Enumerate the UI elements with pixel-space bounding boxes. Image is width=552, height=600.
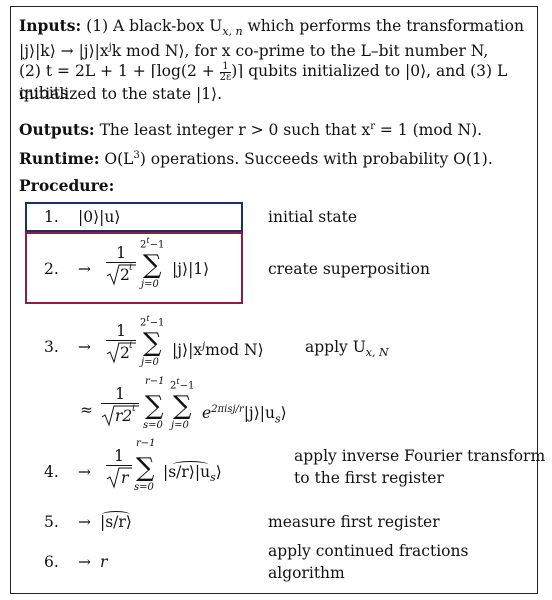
step-4-sum-symbol: ∑ xyxy=(136,453,155,483)
step-3-description: apply Ux, N xyxy=(305,338,389,360)
step-5-arrow: → xyxy=(78,513,91,531)
step-2-expression: |j⟩|1⟩ xyxy=(172,260,210,278)
tilde-mark xyxy=(173,461,209,468)
step-6-description-2: algorithm xyxy=(268,564,345,582)
step-1-number: 1. xyxy=(44,208,59,226)
step-1-expression: |0⟩|u⟩ xyxy=(78,208,121,226)
step-3b-approx: ≈ xyxy=(80,401,93,419)
sqrt-symbol xyxy=(106,264,136,286)
step-4-fraction: 1 r xyxy=(106,447,132,490)
step-4-expression: |s/r⟩|us⟩ xyxy=(163,461,222,485)
step-4-description-2: to the first register xyxy=(294,469,444,487)
step-3-sum-symbol: ∑ xyxy=(143,328,162,358)
step-5-description: measure first register xyxy=(268,513,440,531)
step-4-sum-lower: s=0 xyxy=(134,482,154,493)
inputs-line-1: Inputs: (1) A black-box Ux, n which perf… xyxy=(19,16,524,39)
outputs-label: Outputs: xyxy=(19,120,95,140)
step-2-arrow: → xyxy=(78,260,91,278)
step-3-sum-upper: 2t−1 xyxy=(140,314,165,329)
step-3-expression: |j⟩|xjmod N⟩ xyxy=(172,341,264,360)
step-3b-expression: e2πisj/r|j⟩|us⟩ xyxy=(202,404,287,426)
step-3-number: 3. xyxy=(44,338,59,356)
step-4-arrow: → xyxy=(78,463,91,481)
step-3-sum-lower: j=0 xyxy=(141,357,159,368)
sqrt-symbol xyxy=(101,405,139,427)
step-2-sum-lower: j=0 xyxy=(141,279,159,290)
step-5-number: 5. xyxy=(44,513,59,531)
step-6-number: 6. xyxy=(44,553,59,571)
tilde-mark xyxy=(102,511,130,518)
step-2-number: 2. xyxy=(44,260,59,278)
step-3b-sum-lower-j: j=0 xyxy=(171,420,189,431)
procedure-label: Procedure: xyxy=(19,176,115,195)
step-6-expression: r xyxy=(100,553,108,571)
step-2-sum-symbol: ∑ xyxy=(143,250,162,280)
step-2-highlight-box xyxy=(25,232,243,304)
step-4-sum-upper: r−1 xyxy=(136,438,156,449)
step-3b-sum-symbol-s: ∑ xyxy=(145,391,164,421)
step-2-description: create superposition xyxy=(268,260,430,278)
step-4-number: 4. xyxy=(44,463,59,481)
step-3b-sum-symbol-j: ∑ xyxy=(173,391,192,421)
step-3b-sum-upper-r: r−1 xyxy=(145,376,165,387)
sqrt-symbol xyxy=(106,467,132,489)
step-6-description-1: apply continued fractions xyxy=(268,542,469,560)
inputs-line-4: initialized to the state |1⟩. xyxy=(19,85,223,103)
runtime-label: Runtime: xyxy=(19,149,100,169)
step-5-expression: |s/r⟩ xyxy=(100,511,132,531)
step-1-highlight-box xyxy=(25,202,243,232)
step-4-description-1: apply inverse Fourier transform xyxy=(294,447,546,465)
algorithm-frame xyxy=(10,6,538,594)
step-2-sum-upper: 2t−1 xyxy=(140,236,165,251)
sqrt-symbol xyxy=(106,342,136,364)
step-1-description: initial state xyxy=(268,208,358,226)
step-3b-sum-upper-2t: 2t−1 xyxy=(170,377,195,392)
step-3b-sum-lower-s: s=0 xyxy=(143,420,163,431)
outputs-line: Outputs: The least integer r > 0 such th… xyxy=(19,120,483,140)
inputs-line-2: |j⟩|k⟩ → |j⟩|xjk mod N⟩, for x co-prime … xyxy=(19,42,489,61)
inputs-label: Inputs: xyxy=(19,16,82,35)
runtime-line: Runtime: O(L3) operations. Succeeds with… xyxy=(19,149,493,169)
step-6-arrow: → xyxy=(78,553,91,571)
step-3-arrow: → xyxy=(78,338,91,356)
